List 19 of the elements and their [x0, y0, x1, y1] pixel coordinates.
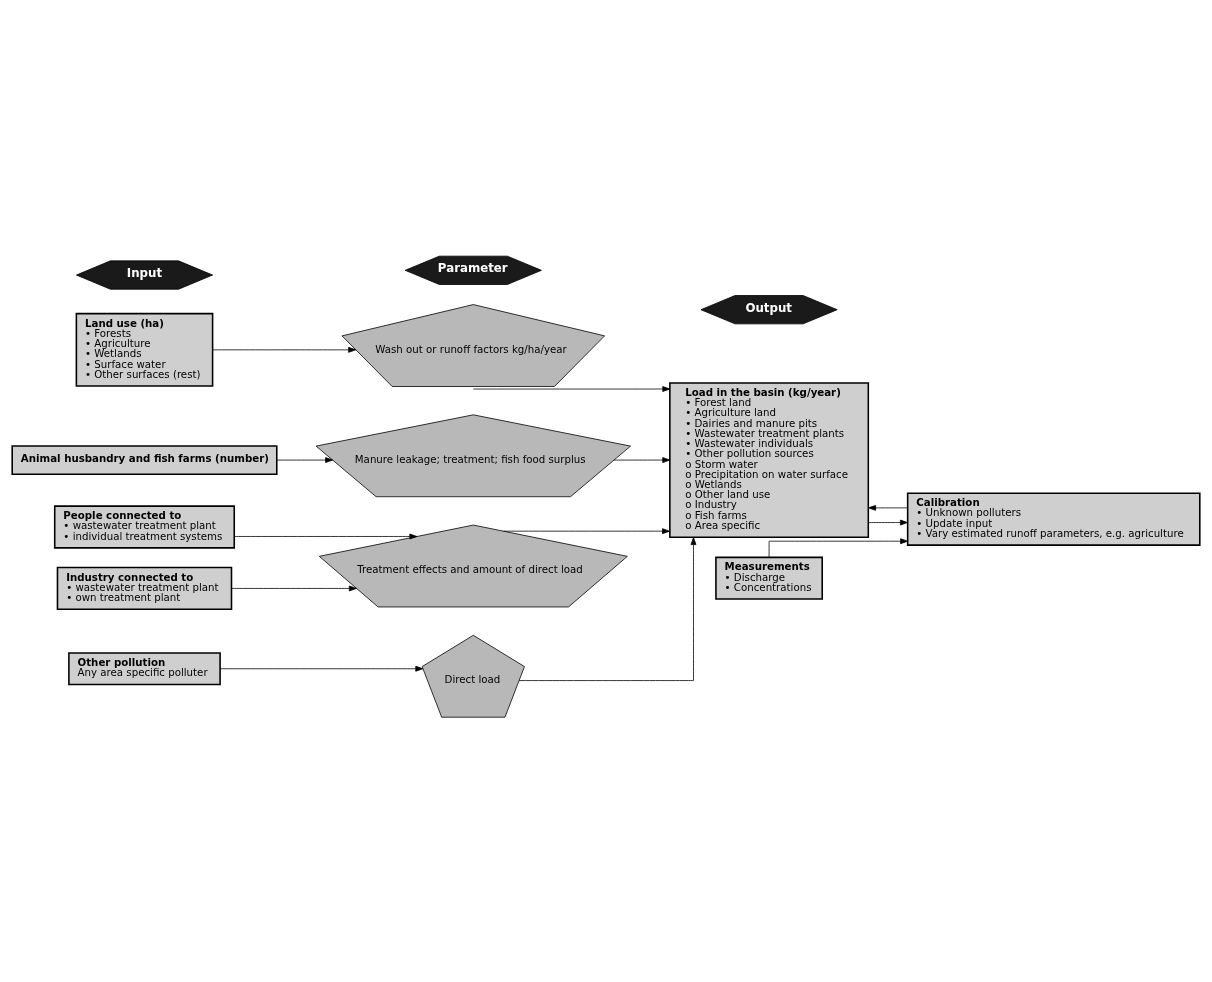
arrow [868, 505, 909, 511]
arrow [518, 537, 697, 681]
node-box: Measurements • Discharge • Concentrations [715, 556, 823, 600]
arrow [233, 533, 418, 540]
arrow [613, 457, 671, 463]
node-box: Other pollution Any area specific polluter [68, 652, 221, 686]
node-box: People connected to • wastewater treatment plant • individual treatment systems [53, 505, 236, 549]
arrow [276, 457, 334, 463]
arrow [503, 528, 670, 535]
arrow [212, 346, 357, 353]
arrow [219, 665, 424, 672]
arrow [868, 519, 908, 526]
node-box: Calibration • Unknown polluters • Update input • Vary estimated runoff parameters, e.g. agriculture [906, 492, 1201, 546]
arrow [472, 386, 671, 392]
node-box: Animal husbandry and fish farms (number) [11, 445, 278, 476]
node-box: Industry connected to • wastewater treatment plant • own treatment plant [56, 566, 233, 611]
node-box: Load in the basin (kg/year) • Forest land • Agriculture land • Dairies and manure pits • Wastewater treatment plants • Wastewater individuals • Other pollution sources o Storm water o Precipitation on water surface o Wetlands o Other land use o Industry o Fish farms o Area specific [669, 382, 870, 539]
arrow [231, 585, 357, 592]
node-box: Land use (ha) • Forests • Agriculture • Wetlands • Surface water • Other surfaces (rest) [75, 312, 214, 387]
